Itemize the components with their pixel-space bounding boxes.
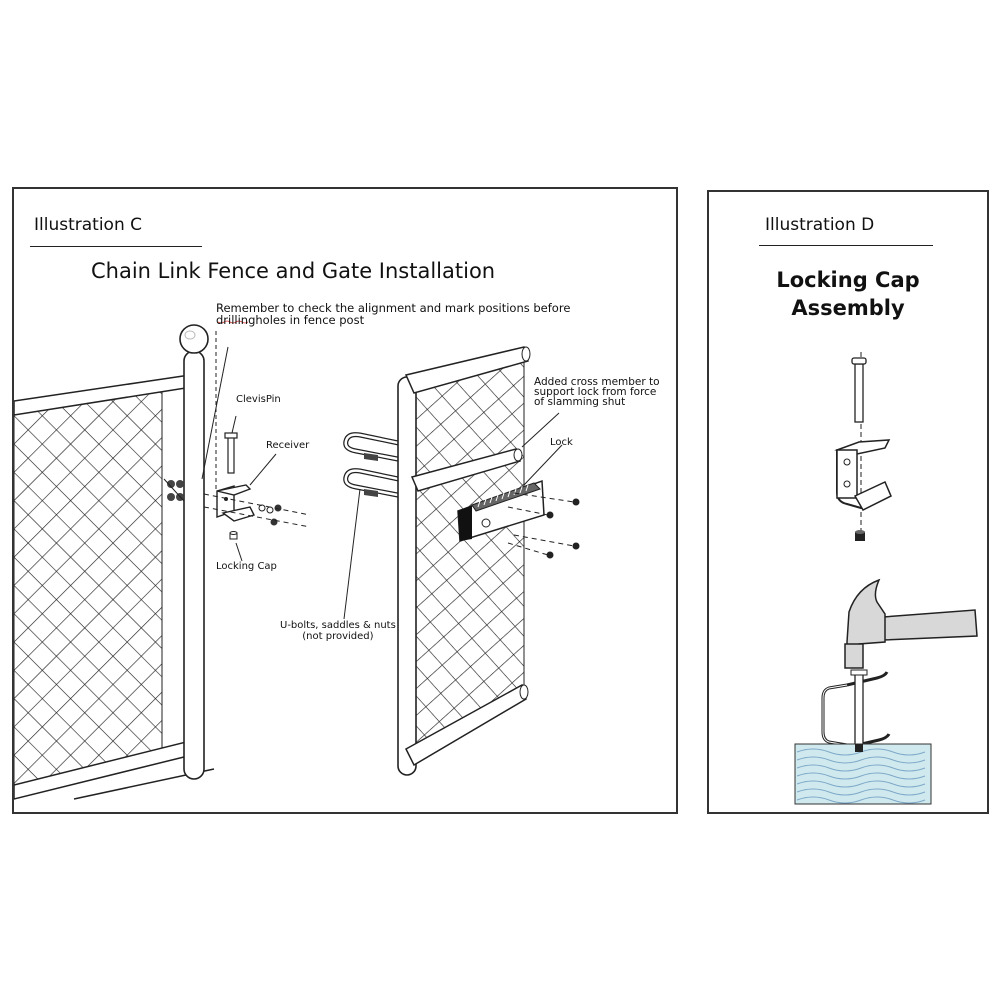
gate-bottom-rail (405, 683, 527, 767)
installed-bracket (821, 669, 891, 751)
clevis-pin (224, 432, 238, 474)
clevis-pin-label: ClevisPin (236, 394, 281, 405)
hammer-icon (844, 578, 978, 669)
illustration-c-label: Illustration C (34, 215, 143, 235)
illustration-c-title: Chain Link Fence and Gate Installation (91, 259, 496, 283)
alignment-note: Remember to check the alignment and mark… (216, 302, 570, 326)
receiver-bracket (216, 484, 255, 522)
cross-member-note-line2: support lock from force (534, 386, 657, 398)
illustration-d-label: Illustration D (765, 215, 875, 235)
receiver-label: Receiver (266, 440, 310, 451)
assembly-clevis-pin (851, 357, 867, 423)
illustration-d-panel: Illustration D Locking Cap Assembly (707, 190, 989, 814)
gate-frame (397, 346, 531, 776)
post-cap-ball (179, 324, 209, 354)
fence-gate-drawing (14, 320, 580, 800)
alignment-note-line1: Remember to check the alignment and mark… (216, 301, 571, 315)
illustration-c-panel: Illustration C Chain Link Fence and Gate… (12, 187, 678, 814)
receiver-bolts (203, 493, 311, 528)
assembly-locking-cap (855, 530, 865, 541)
illustration-c-underline (30, 246, 202, 247)
u-bolts-label-line2: (not provided) (302, 631, 374, 642)
u-bolts-label: U-bolts, saddles & nuts (not provided) (280, 620, 396, 642)
illustration-d-title-line2: Assembly (791, 296, 905, 320)
note-pointer (201, 346, 229, 480)
lock-label: Lock (550, 437, 573, 448)
locking-cap (229, 531, 238, 540)
fence-mesh (14, 386, 163, 790)
wood-block (794, 743, 932, 805)
locking-cap-assembly-drawing (794, 352, 978, 805)
u-bolts (343, 432, 409, 500)
lock-bolts (507, 492, 580, 559)
locking-cap-label: Locking Cap (216, 561, 277, 572)
gate-hinge-post (397, 376, 417, 776)
gate-top-rail (404, 346, 529, 394)
cross-member-note: Added cross member to support lock from … (534, 376, 660, 408)
alignment-note-line2: drillingholes in fence post (216, 313, 365, 327)
cross-member-note-line3: of slamming shut (534, 396, 626, 408)
cross-member-note-line1: Added cross member to (534, 376, 660, 388)
post-bolts (163, 478, 185, 502)
u-bolts-label-line1: U-bolts, saddles & nuts (280, 620, 396, 631)
gate-lock (457, 479, 545, 542)
fence-post (179, 324, 209, 780)
illustration-d-underline (759, 245, 933, 246)
illustration-d-title: Locking Cap Assembly (709, 266, 987, 322)
gate-cross-member (410, 448, 521, 492)
illustration-d-title-line1: Locking Cap (776, 268, 920, 292)
assembly-receiver-bracket (834, 439, 892, 511)
